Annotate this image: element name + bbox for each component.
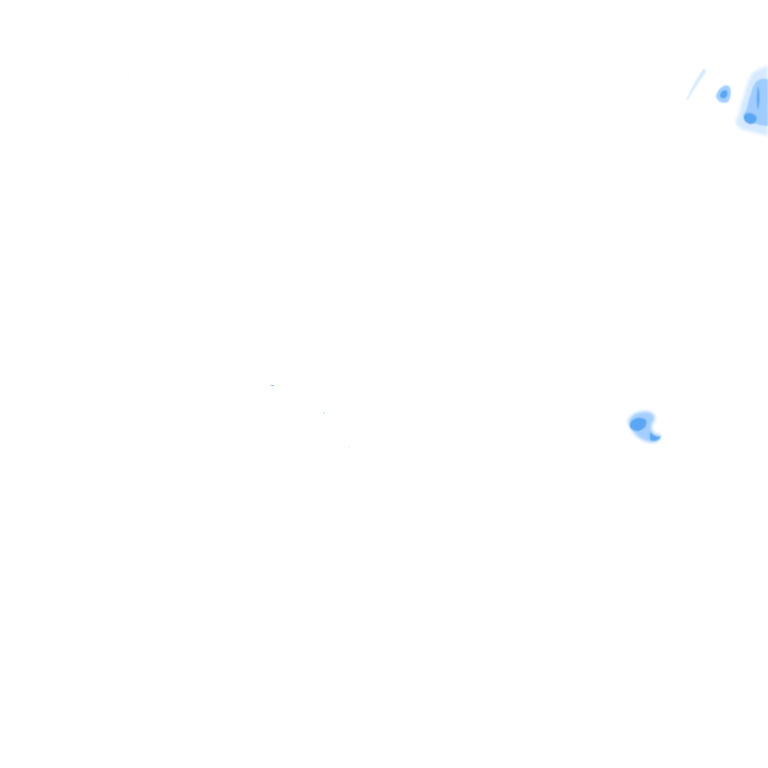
- precip-speck-4: [128, 74, 130, 76]
- precip-speck-2: [323, 412, 325, 414]
- precip-cell-east: [628, 411, 661, 443]
- precip-streak-northeast: [756, 86, 760, 110]
- precip-wisp-northeast: [686, 68, 706, 101]
- precip-speck-1: [270, 384, 275, 387]
- precip-core-east: [629, 417, 647, 431]
- precip-tail-east: [650, 432, 661, 441]
- precip-core-northeast: [743, 113, 757, 124]
- precip-core-northeast-small: [720, 90, 728, 99]
- precip-cell-northeast: [686, 66, 768, 136]
- precip-speck-3: [348, 446, 350, 448]
- precip-speck-center: [128, 74, 350, 448]
